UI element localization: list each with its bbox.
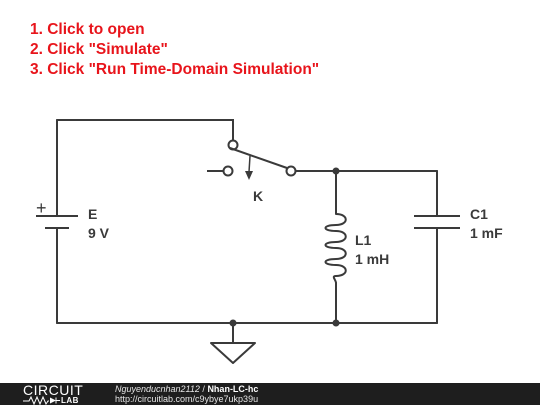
instruction-step-2: 2. Click "Simulate" (30, 41, 168, 58)
project-url-link[interactable]: http://circuitlab.com/c9ybye7ukp39u (115, 394, 259, 404)
ground-icon[interactable] (210, 342, 256, 364)
capacitor-value: 1 mF (470, 225, 503, 241)
credit-separator: / (199, 384, 208, 394)
junction-top (332, 167, 340, 175)
battery-label: E (88, 206, 97, 222)
circuitlab-logo[interactable]: CIRCUIT LAB (23, 383, 93, 405)
inductor-value: 1 mH (355, 251, 389, 267)
circuit-schematic[interactable]: + E 9 V K L1 1 mH C1 1 mF (0, 0, 540, 383)
capacitor-symbol[interactable] (414, 215, 460, 229)
instructions: 1. Click to open 2. Click "Simulate" 3. … (30, 20, 319, 80)
junction-bottom-right (332, 319, 340, 327)
battery-symbol[interactable] (36, 215, 78, 229)
inductor-label: L1 (355, 232, 372, 248)
battery-plus-sign: + (36, 198, 47, 218)
capacitor-label: C1 (470, 206, 488, 222)
logo-text-lab: LAB (61, 396, 79, 405)
battery-value: 9 V (88, 225, 110, 241)
instruction-step-1: 1. Click to open (30, 21, 145, 38)
instruction-step-3: 3. Click "Run Time-Domain Simulation" (30, 61, 320, 78)
credit-text: Nguyenducnhan2112 / Nhan-LC-hc http://ci… (115, 384, 258, 404)
inductor-symbol[interactable] (324, 213, 347, 284)
wire-top-left (56, 119, 234, 141)
switch-symbol[interactable] (207, 139, 297, 181)
footer-bar: CIRCUIT LAB Nguyenducnhan2112 / Nhan-LC-… (0, 383, 540, 405)
junction-dots (229, 167, 340, 327)
project-name: Nhan-LC-hc (207, 384, 259, 394)
author-name: Nguyenducnhan2112 (115, 384, 200, 394)
resistor-wave-icon (23, 396, 60, 405)
logo-text-circuit: CIRCUIT (23, 382, 84, 398)
switch-label: K (253, 188, 263, 204)
junction-bottom-left (229, 319, 237, 327)
